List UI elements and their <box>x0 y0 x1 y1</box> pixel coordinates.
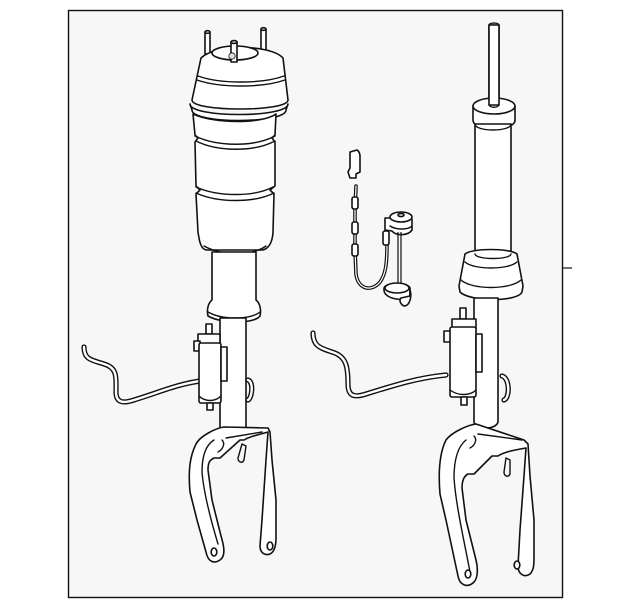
air-line-left <box>81 344 203 405</box>
level-sensor-wire[interactable] <box>347 149 413 307</box>
air-strut-assembly[interactable] <box>81 26 289 563</box>
mount-hole <box>210 547 218 557</box>
air-spring-sleeve <box>206 251 262 323</box>
mount-hole <box>464 569 472 579</box>
shock-absorber-assembly[interactable] <box>310 22 535 587</box>
wire-connector <box>347 149 361 179</box>
fork-bracket-right <box>438 423 535 587</box>
air-spring-bellows <box>192 113 277 251</box>
mount-hole <box>266 541 274 551</box>
solenoid-valve-left <box>193 323 228 411</box>
solenoid-valve-right <box>443 307 483 406</box>
air-line-right <box>310 330 449 399</box>
mount-hole <box>513 560 521 570</box>
dust-boot <box>458 248 524 301</box>
fork-bracket-left <box>188 426 277 563</box>
